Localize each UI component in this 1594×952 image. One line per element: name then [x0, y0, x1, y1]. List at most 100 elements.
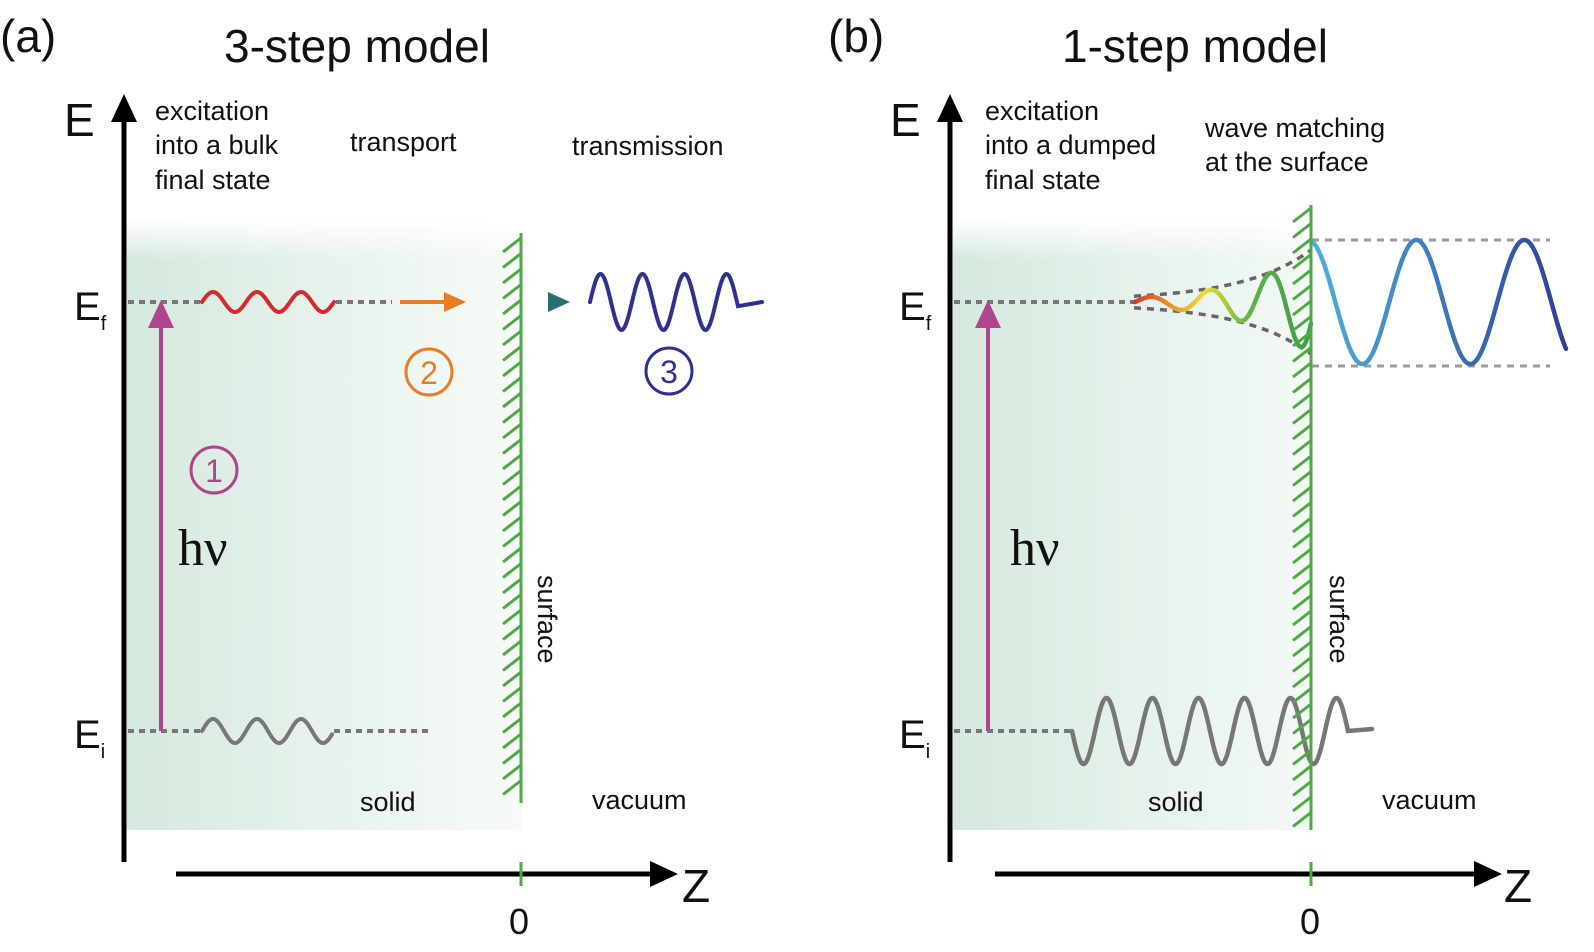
- hatch-mark: [1292, 315, 1312, 332]
- panel-a-solid-fade: [127, 220, 522, 260]
- panel-b-vacuum-label: vacuum: [1382, 785, 1477, 815]
- hatch-mark: [502, 608, 522, 626]
- hatch-mark: [502, 515, 522, 533]
- hatch-mark: [502, 717, 522, 734]
- panel-b: (b) 1-step model E Z 0 Ef Ei: [828, 10, 1569, 942]
- hatch-mark: [1292, 811, 1312, 828]
- hatch-mark: [502, 438, 522, 455]
- hatch-mark: [1292, 578, 1312, 596]
- panel-a-photon-label: hν: [178, 520, 228, 577]
- hatch-mark: [1292, 702, 1312, 720]
- panel-b-excitation-label: excitation into a dumped final state: [985, 96, 1164, 195]
- panel-a-step-3-circle: [644, 346, 694, 396]
- hatch-mark: [1292, 439, 1312, 456]
- hatch-mark: [502, 360, 522, 378]
- panel-a-ef-label: Ef: [74, 285, 107, 335]
- hatch-mark: [1292, 733, 1312, 751]
- hatch-mark: [502, 267, 522, 285]
- panel-a-transmitted-wave: [588, 271, 764, 333]
- hatch-mark: [502, 329, 522, 347]
- hatch-mark: [1292, 423, 1312, 441]
- hatch-mark: [1292, 206, 1312, 224]
- panel-a-initial-wave: [200, 717, 334, 745]
- panel-b-ei-main: E: [899, 713, 926, 757]
- panel-b-z-label: Z: [1504, 860, 1532, 912]
- panel-a-letter: (a): [0, 10, 56, 62]
- hatch-mark: [1292, 609, 1312, 627]
- panel-a-step-2-circle: [404, 347, 454, 397]
- hatch-mark: [1292, 594, 1312, 611]
- hatch-mark: [502, 422, 522, 440]
- hatch-mark: [502, 655, 522, 672]
- panel-a-vacuum-label: vacuum: [592, 785, 687, 815]
- panel-b-ef-sub: f: [926, 313, 932, 335]
- hatch-mark: [502, 639, 522, 657]
- hatch-mark: [502, 376, 522, 393]
- panel-b-initial-wave: [1069, 695, 1375, 767]
- hatch-mark: [1292, 454, 1312, 472]
- panel-a-title: 3-step model: [224, 20, 490, 72]
- panel-b-surface-hatch: [1292, 206, 1312, 828]
- panel-a-excited-wave: [200, 290, 336, 314]
- panel-b-vacuum-wave: [1308, 237, 1569, 367]
- hatch-mark: [502, 500, 522, 517]
- panel-a-step-1-circle: [189, 445, 239, 495]
- panel-b-ei-label: Ei: [899, 713, 930, 763]
- panel-a-excitation-line-3: final state: [155, 165, 271, 195]
- hatch-mark: [1292, 470, 1312, 487]
- panel-b-e-label: E: [890, 94, 921, 146]
- panel-b-e-axis-arrowhead: [937, 94, 963, 122]
- panel-b-ei-sub: i: [926, 741, 930, 763]
- hatch-mark: [1292, 485, 1312, 503]
- hatch-mark: [1292, 780, 1312, 797]
- hatch-mark: [1292, 640, 1312, 658]
- hatch-mark: [1292, 795, 1312, 813]
- hatch-mark: [502, 546, 522, 564]
- panel-b-wave-matching-line-2: at the surface: [1205, 147, 1369, 177]
- hatch-mark: [502, 701, 522, 719]
- panel-b-excitation-line-2: into a dumped: [985, 130, 1156, 160]
- hatch-mark: [502, 298, 522, 316]
- panel-a-z-label: Z: [682, 860, 710, 912]
- panel-a-zero-label: 0: [509, 901, 529, 942]
- hatch-mark: [1292, 392, 1312, 410]
- panel-b-wave-matching-line-1: wave matching: [1204, 113, 1385, 143]
- hatch-mark: [502, 624, 522, 641]
- hatch-mark: [1292, 656, 1312, 673]
- panel-b-photon-label: hν: [1010, 520, 1060, 577]
- hatch-mark: [1292, 222, 1312, 239]
- hatch-mark: [1292, 346, 1312, 363]
- panel-a-ei-sub: i: [101, 741, 105, 763]
- panel-a-excitation-label: excitation into a bulk final state: [155, 96, 286, 195]
- panel-b-photon-arrowhead: [975, 300, 1001, 328]
- hatch-mark: [1292, 563, 1312, 580]
- hatch-mark: [1292, 764, 1312, 782]
- panel-b-surface-label: surface: [1324, 575, 1354, 664]
- panel-a-excitation-line-1: excitation: [155, 96, 269, 126]
- panel-a-ei-main: E: [74, 713, 101, 757]
- hatch-mark: [1292, 284, 1312, 301]
- hatch-mark: [1292, 718, 1312, 735]
- hatch-mark: [502, 484, 522, 502]
- hatch-mark: [1292, 687, 1312, 704]
- hatch-mark: [1292, 377, 1312, 394]
- panel-a-step-2: 2: [420, 355, 438, 391]
- hatch-mark: [502, 453, 522, 471]
- panel-b-damped-wave: [1132, 270, 1314, 350]
- panel-b-envelope-bottom: [1133, 306, 1313, 356]
- panel-b-letter: (b): [828, 10, 884, 62]
- panel-a-transport-label: transport: [350, 127, 457, 157]
- hatch-mark: [1292, 516, 1312, 534]
- panel-a-e-label: E: [64, 94, 95, 146]
- hatch-mark: [1292, 547, 1312, 565]
- panel-b-solid-fade: [953, 220, 1311, 260]
- panel-a-transport-arrowhead: [444, 292, 466, 312]
- panel-a-ei-label: Ei: [74, 713, 105, 763]
- panel-b-solid-region: [953, 220, 1311, 830]
- hatch-mark: [502, 763, 522, 781]
- hatch-mark: [1292, 299, 1312, 317]
- panel-a-solid-label: solid: [360, 787, 416, 817]
- panel-a-step-3: 3: [660, 354, 678, 390]
- hatch-mark: [1292, 253, 1312, 270]
